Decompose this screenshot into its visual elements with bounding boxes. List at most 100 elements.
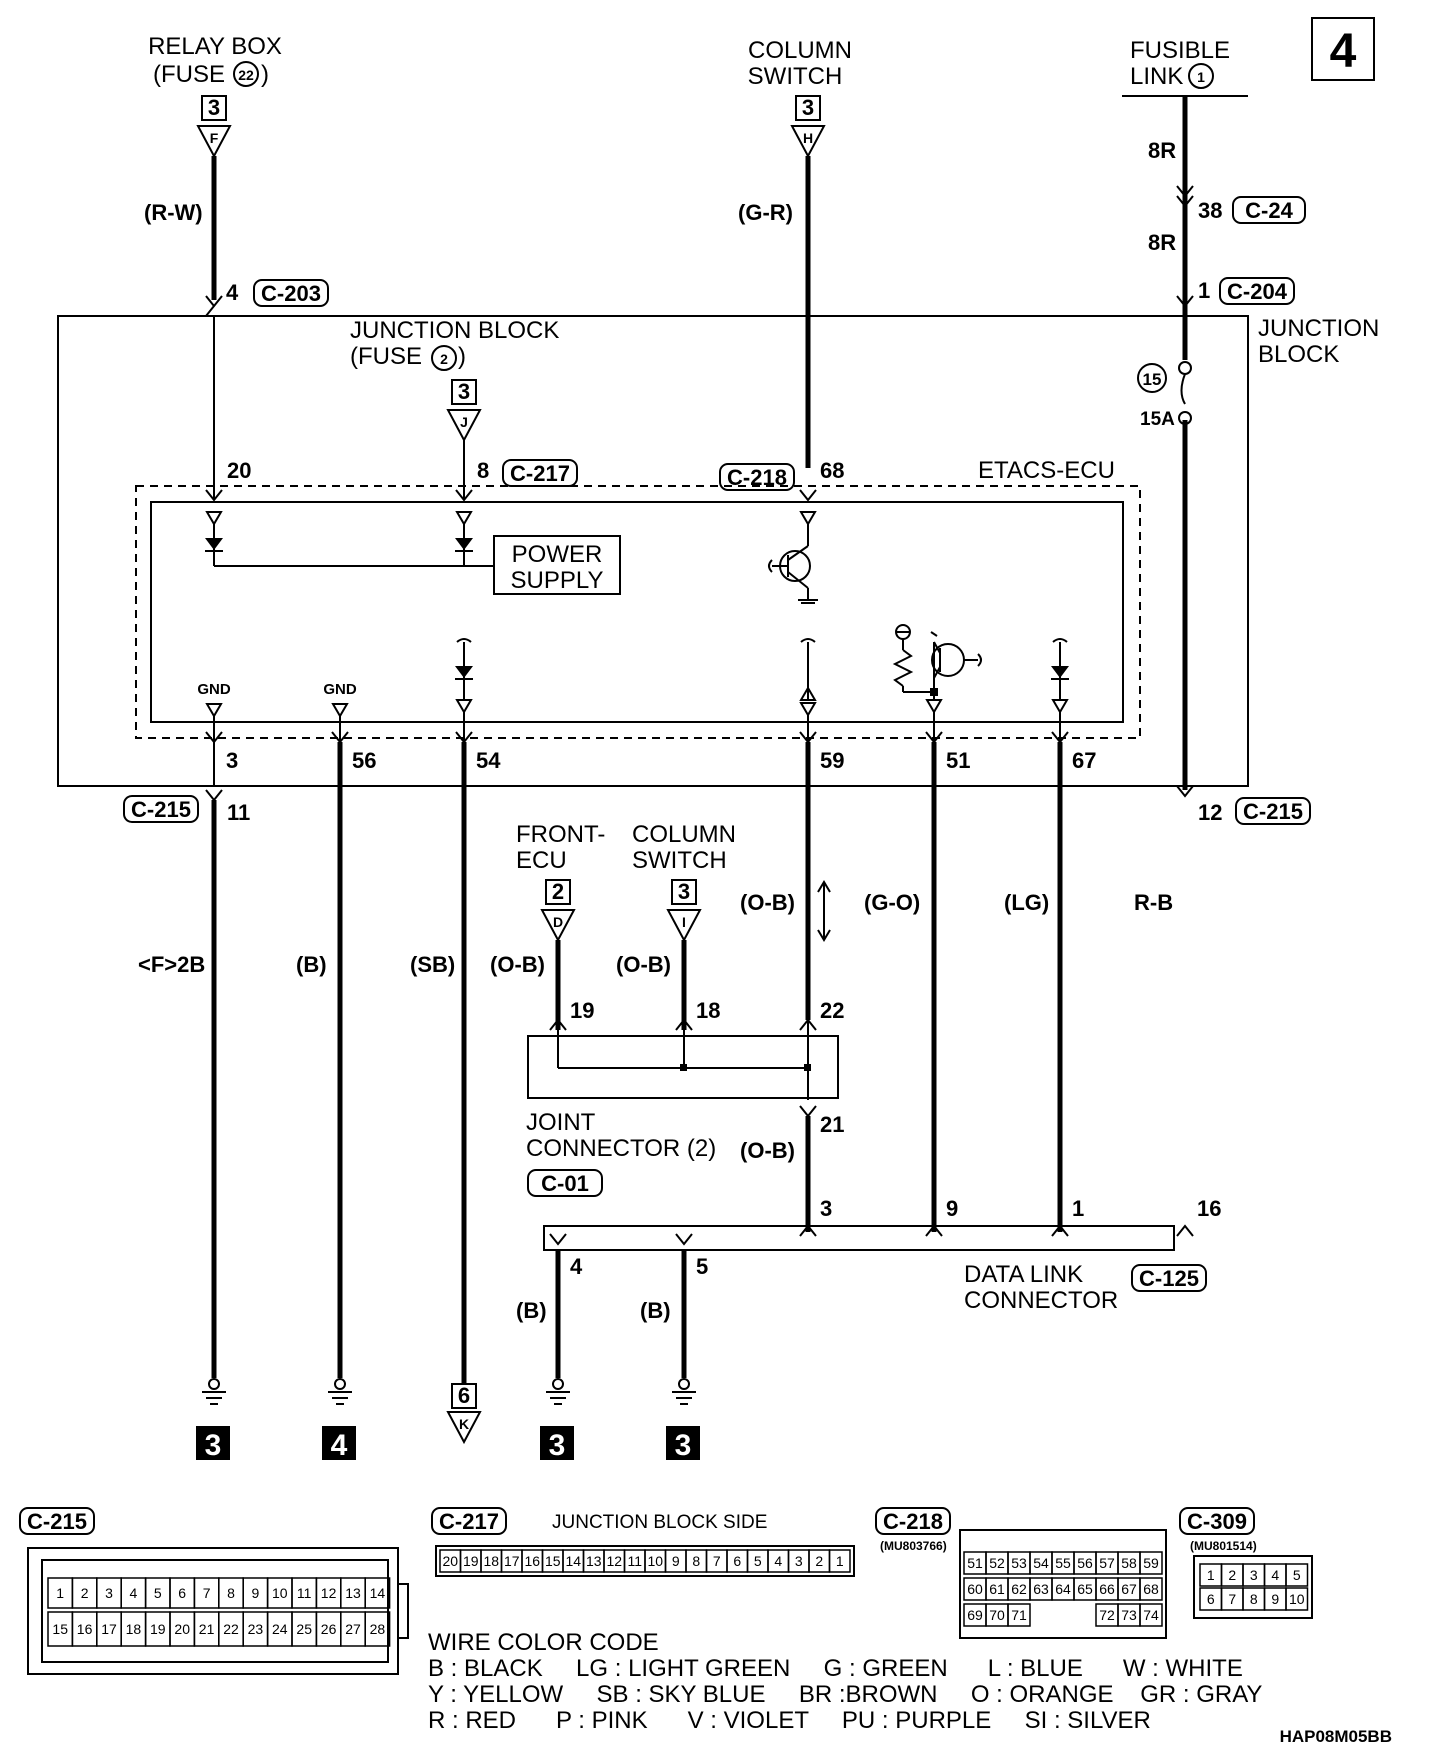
c217-box <box>502 459 578 487</box>
jc-node-22 <box>804 1064 811 1071</box>
c218-pin: 60 <box>967 1581 983 1597</box>
c24-connector-label: C-24 <box>1245 198 1293 223</box>
ground-ref-2-box <box>322 1426 356 1460</box>
c125-box <box>1131 1264 1207 1292</box>
c309-pin: 9 <box>1271 1591 1279 1607</box>
ecu-inner-box <box>150 501 1124 723</box>
c218-pin: 59 <box>1143 1555 1159 1571</box>
terminal-59-down <box>799 702 817 717</box>
c218-pin: 69 <box>967 1607 983 1623</box>
c215-pin: 14 <box>370 1585 386 1601</box>
c215-view-title-box <box>19 1507 95 1535</box>
c217-pin: 10 <box>647 1553 663 1569</box>
c217-view-side: JUNCTION BLOCK SIDE <box>552 1512 767 1533</box>
fusible-link-number-circle <box>1188 63 1214 89</box>
c218-view-part: (MU803766) <box>880 1539 947 1553</box>
c215-right-label: C-215 <box>1243 799 1303 824</box>
wire-color-w12: (B) <box>640 1298 671 1323</box>
ecu-pin-56: 56 <box>352 748 376 773</box>
c309-pin: 3 <box>1250 1567 1258 1583</box>
ground-ref-5: 3 <box>675 1429 692 1462</box>
front-ecu-arrow <box>540 909 576 943</box>
col-sw-page-box <box>671 879 697 905</box>
c215-pin-cell <box>364 1577 391 1609</box>
c215-left-pin: 11 <box>227 800 250 825</box>
c215-pin: 5 <box>154 1585 162 1601</box>
terminal-20 <box>205 511 223 526</box>
front-ecu-page: 2 <box>552 879 564 904</box>
c217-pin: 17 <box>504 1553 520 1569</box>
jc-pin-21: 21 <box>820 1112 844 1137</box>
col-sw-ref: I <box>682 914 686 930</box>
c215-pin: 27 <box>345 1621 361 1637</box>
c215-pin: 16 <box>77 1621 93 1637</box>
c215-pin: 21 <box>199 1621 215 1637</box>
inner-fuse-circle <box>431 345 457 371</box>
relay-box-label: RELAY BOX <box>148 33 282 60</box>
power-supply-box <box>493 535 621 595</box>
terminal-51 <box>925 699 943 714</box>
break-67 <box>1052 638 1068 643</box>
ecu-bottom-pin-markers <box>205 731 1069 744</box>
fuse-element <box>1180 373 1186 405</box>
page-number-box <box>1311 17 1375 81</box>
column-switch-top-label-2: SWITCH <box>748 63 843 90</box>
c218-pin: 53 <box>1011 1555 1027 1571</box>
c215-view-latch <box>397 1583 409 1639</box>
power-supply-label-2: SUPPLY <box>511 567 604 594</box>
c218-pin-cell <box>1007 1603 1031 1627</box>
ecu-pin-8: 8 <box>477 458 489 483</box>
dlc-pin-3: 3 <box>820 1196 832 1221</box>
c218-pin: 65 <box>1077 1581 1093 1597</box>
c215-pin: 2 <box>81 1585 89 1601</box>
color-code-line-3: R : RED P : PINK V : VIOLET PU : PURPLE … <box>428 1707 1151 1734</box>
c215-left-box <box>123 795 199 823</box>
ecu-pin-3: 3 <box>226 748 238 773</box>
c217-pin: 14 <box>565 1553 581 1569</box>
ecu-pin-59: 59 <box>820 748 844 773</box>
ecu-pin-20: 20 <box>227 458 251 483</box>
transistor-ground <box>798 599 818 604</box>
ecu-pin-54: 54 <box>476 748 501 773</box>
c218-pin: 52 <box>989 1555 1005 1571</box>
c218-view-outline <box>959 1529 1167 1639</box>
dlc-pin-markers <box>549 1224 1194 1246</box>
c217-pin: 20 <box>442 1553 458 1569</box>
transistor-base-lead <box>768 559 788 573</box>
column-switch-arrow-ref: H <box>803 130 813 146</box>
front-ecu-ref: D <box>553 914 563 930</box>
c218-pin: 56 <box>1077 1555 1093 1571</box>
c24-connector-box <box>1232 196 1306 224</box>
gnd-label-b: GND <box>323 681 357 698</box>
c217-pin-cell <box>828 1549 851 1573</box>
c215-pin: 1 <box>56 1585 64 1601</box>
gnd-label-a: GND <box>197 681 231 698</box>
wire-color-w3: (SB) <box>410 952 455 977</box>
ecu-pin-67: 67 <box>1072 748 1096 773</box>
c309-pin-cell <box>1285 1563 1309 1587</box>
c215-pin: 6 <box>178 1585 186 1601</box>
out-page-box <box>451 1383 477 1409</box>
c218-view-title-box <box>875 1507 951 1535</box>
ground-ref-5-box <box>666 1426 700 1460</box>
c215-left-marker <box>205 789 223 802</box>
relay-box-page-ref: 3 <box>208 95 220 120</box>
c218-pin: 72 <box>1099 1607 1115 1623</box>
fuse-gap <box>1180 360 1190 420</box>
c217-view-outline <box>435 1545 855 1577</box>
relay-box-fuse-label: (FUSE <box>153 61 225 88</box>
c309-pin: 1 <box>1207 1567 1215 1583</box>
c217-pin: 9 <box>672 1553 680 1569</box>
c203-box <box>253 279 329 307</box>
c218-pin: 71 <box>1011 1607 1027 1623</box>
relay-box-fuse-close: ) <box>261 61 269 88</box>
dlc-pin-9: 9 <box>946 1196 958 1221</box>
ground-2-icon <box>328 1378 352 1405</box>
c218-pin-cell <box>1139 1577 1163 1601</box>
inner-page-ref: 3 <box>458 379 470 404</box>
c309-pin: 7 <box>1228 1591 1236 1607</box>
c215-pin: 8 <box>227 1585 235 1601</box>
c215-pin: 20 <box>174 1621 190 1637</box>
